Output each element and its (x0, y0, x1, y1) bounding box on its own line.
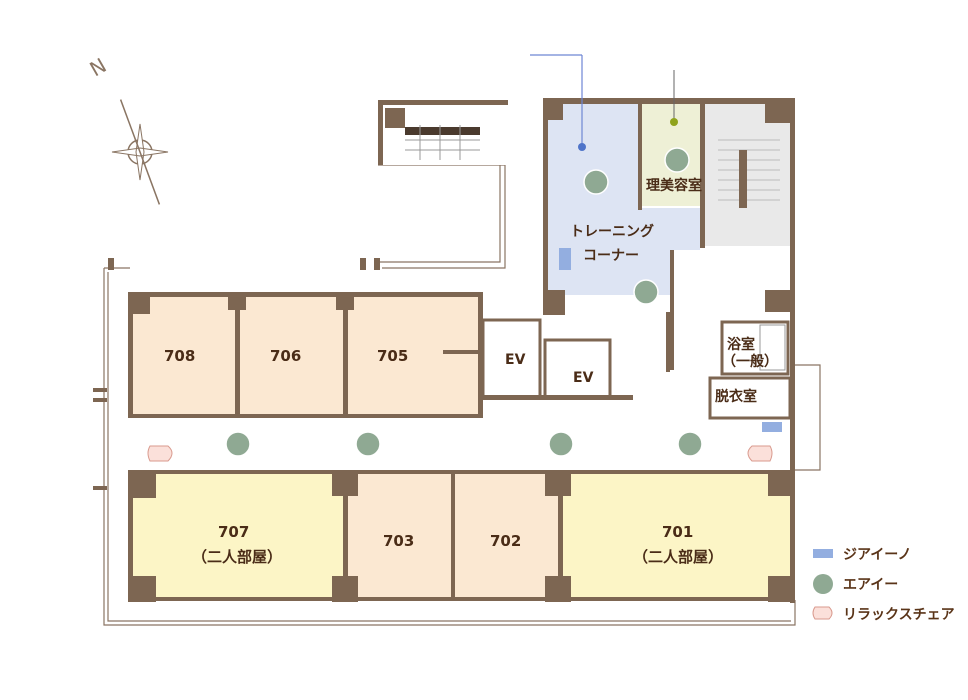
ev1-label: EV (505, 352, 526, 368)
air-unit (548, 431, 574, 457)
room-702-label: 702 (490, 532, 521, 550)
svg-text:N: N (86, 53, 111, 81)
air-unit (225, 431, 251, 457)
room-705 (348, 296, 478, 416)
bath-label-2: （一般） (722, 353, 778, 370)
room-701 (562, 474, 790, 598)
legend-air: エアイー (843, 577, 898, 593)
elevator-area (481, 318, 633, 400)
giano-unit (762, 422, 782, 432)
east-stairs (705, 104, 793, 246)
training-label-1: トレーニング (570, 223, 654, 240)
dressing-label: 脱衣室 (715, 388, 757, 405)
giano-legend-icon (813, 549, 833, 558)
air-unit (633, 279, 659, 305)
air-unit (355, 431, 381, 457)
room-703 (347, 474, 451, 598)
air-legend-icon (813, 574, 833, 594)
terrace-outline (103, 110, 821, 626)
barber-marker (670, 118, 678, 126)
room-705-label: 705 (377, 347, 408, 365)
room-707-label: 707 (218, 523, 249, 541)
training-label-2: コーナー (583, 248, 639, 264)
room-701-label: 701 (662, 523, 693, 541)
room-701-sub: （二人部屋） (633, 548, 723, 566)
room-706-label: 706 (270, 347, 301, 365)
relax-chair (747, 445, 773, 462)
room-707 (132, 474, 343, 598)
giano-marker (578, 143, 586, 151)
room-706 (240, 296, 344, 416)
room-702 (455, 474, 558, 598)
core-walls (543, 98, 795, 603)
training-corner (548, 104, 700, 295)
ev2-label: EV (573, 370, 594, 386)
air-unit (583, 169, 609, 195)
relax-chair-legend-icon (812, 606, 833, 620)
room-708-label: 708 (164, 347, 195, 365)
bath-label-1: 浴室 (727, 336, 755, 353)
room-708 (132, 296, 236, 416)
east-stair-treads (718, 139, 780, 201)
air-unit (677, 431, 703, 457)
air-unit (664, 147, 690, 173)
legend-giano: ジアイーノ (843, 547, 911, 563)
legend-relax-chair: リラックスチェア (843, 607, 955, 623)
legend: ジアイーノ エアイー リラックスチェア (812, 547, 955, 623)
room-707-sub: （二人部屋） (192, 548, 282, 566)
compass-icon: N (86, 53, 169, 205)
bath-area (666, 312, 792, 420)
room-703-label: 703 (383, 532, 414, 550)
relax-chair (147, 445, 173, 462)
giano-unit (559, 248, 571, 270)
barber-label: 理美容室 (646, 177, 702, 194)
north-stair-wing (378, 100, 508, 165)
bottom-room-walls (93, 258, 795, 602)
top-room-walls (128, 292, 483, 418)
